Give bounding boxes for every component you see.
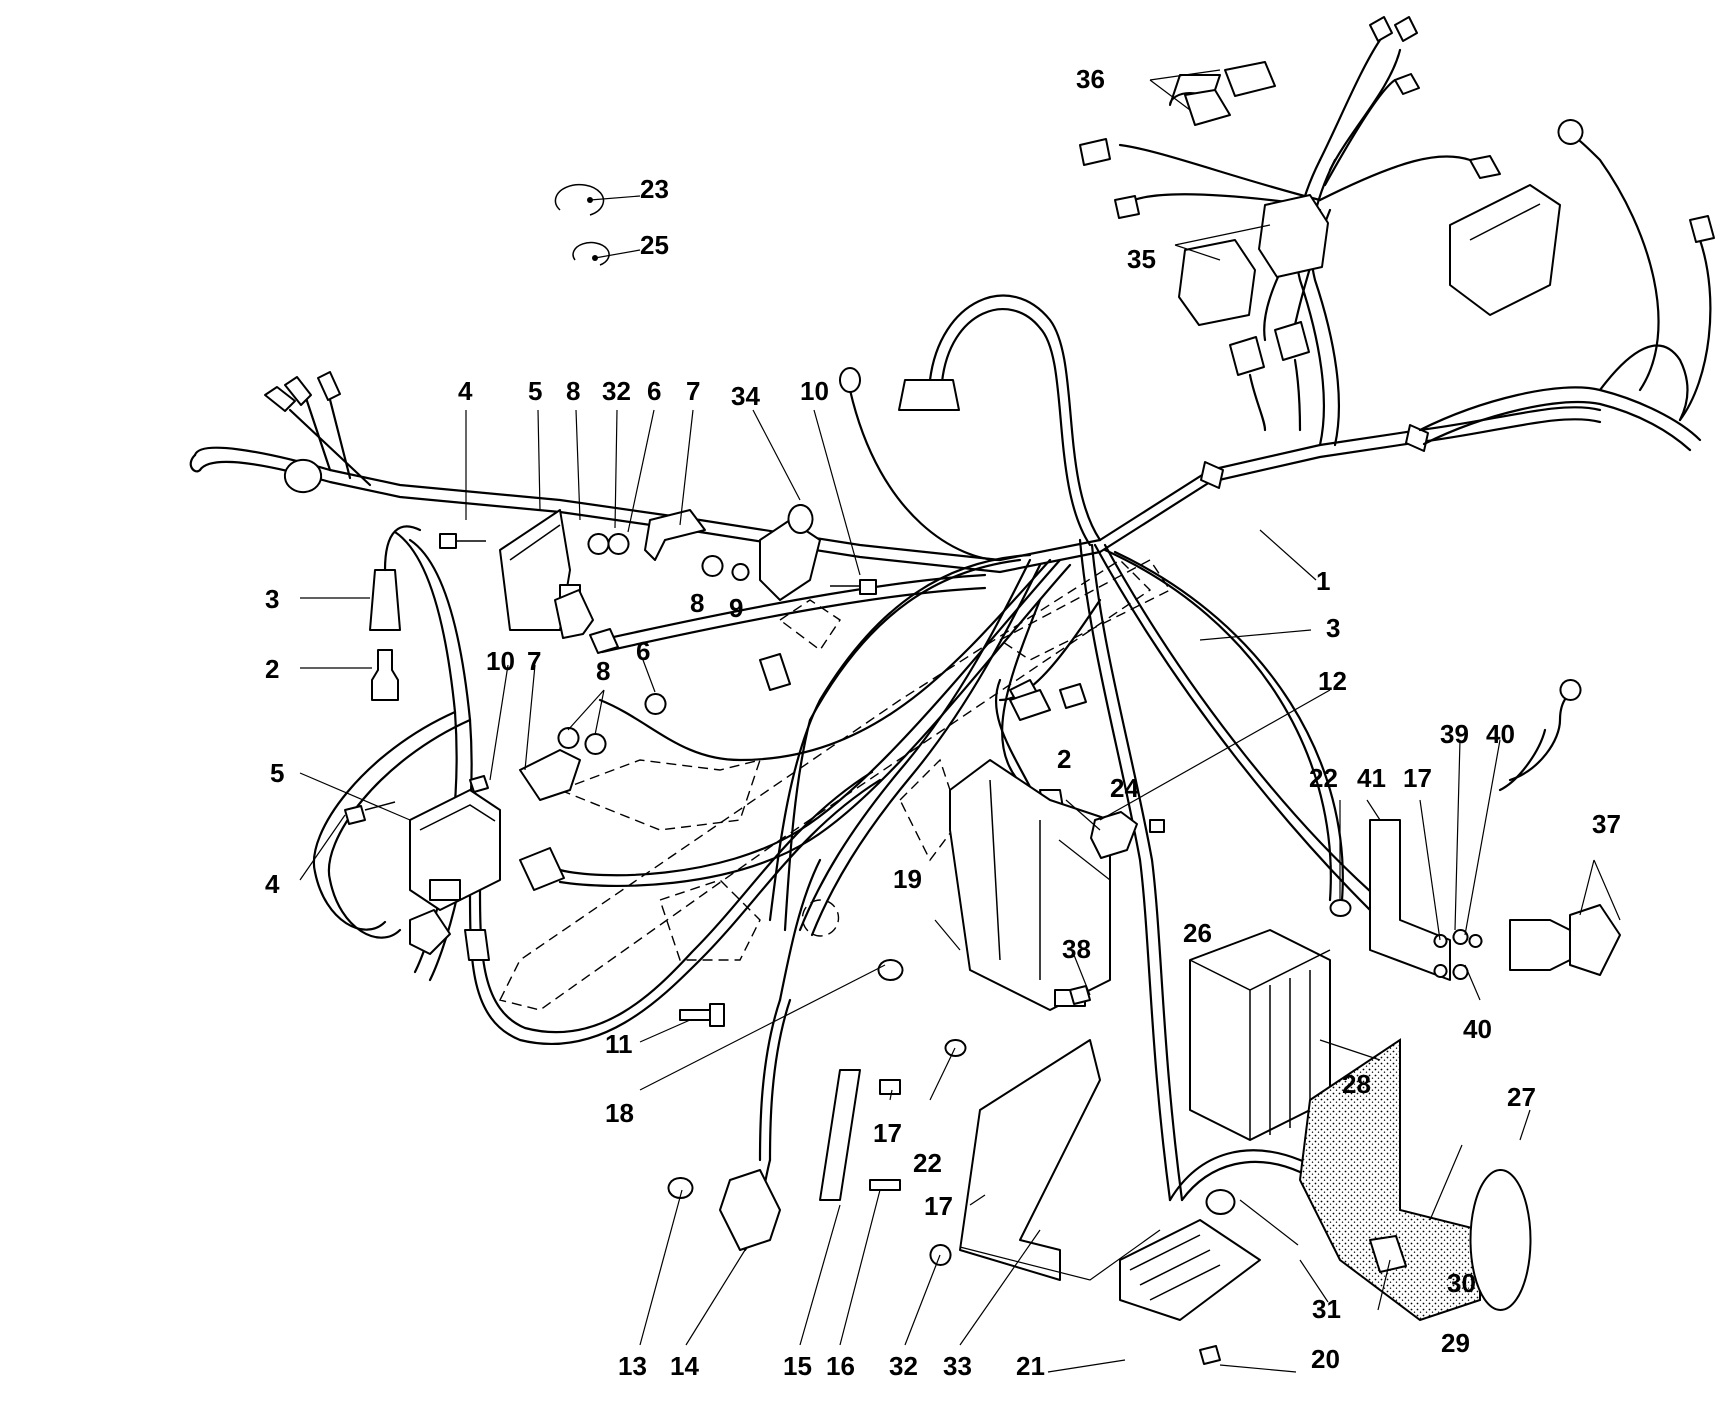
callout-3: 3 xyxy=(265,584,279,614)
dashboard-connector xyxy=(1449,184,1561,316)
callout-5: 5 xyxy=(528,376,542,406)
callout-16: 16 xyxy=(826,1351,855,1381)
callout-40: 40 xyxy=(1463,1014,1492,1044)
voltage-regulator xyxy=(1119,1219,1261,1321)
callout-22: 22 xyxy=(1309,763,1338,793)
starter-relay xyxy=(1509,919,1571,971)
callout-6: 6 xyxy=(636,636,650,666)
callout-8: 8 xyxy=(690,588,704,618)
callout-21: 21 xyxy=(1016,1351,1045,1381)
callout-2: 2 xyxy=(265,654,279,684)
callout-39: 39 xyxy=(1440,719,1469,749)
callout-25: 25 xyxy=(640,230,669,260)
callout-8: 8 xyxy=(596,656,610,686)
callout-7: 7 xyxy=(686,376,700,406)
upper-left-components xyxy=(344,183,1087,961)
speed-sensor xyxy=(719,1169,781,1251)
callout-4: 4 xyxy=(458,376,473,406)
callout-35: 35 xyxy=(1127,244,1156,274)
leader-lines xyxy=(299,69,1621,1373)
callout-8: 8 xyxy=(566,376,580,406)
callout-2: 2 xyxy=(1057,744,1071,774)
regulator-bracket xyxy=(959,1039,1101,1281)
callout-3: 3 xyxy=(1326,613,1340,643)
callout-13: 13 xyxy=(618,1351,647,1381)
callout-17: 17 xyxy=(924,1191,953,1221)
callout-5: 5 xyxy=(270,758,284,788)
callout-15: 15 xyxy=(783,1351,812,1381)
callout-32: 32 xyxy=(602,376,631,406)
callout-33: 33 xyxy=(943,1351,972,1381)
callout-1: 1 xyxy=(1316,566,1330,596)
callout-7: 7 xyxy=(527,646,541,676)
callout-24: 24 xyxy=(1110,773,1139,803)
callout-29: 29 xyxy=(1441,1328,1470,1358)
callout-9: 9 xyxy=(729,593,743,623)
callout-12: 12 xyxy=(1318,666,1347,696)
callout-4: 4 xyxy=(265,869,280,899)
center-right-components xyxy=(667,759,1621,1365)
callout-18: 18 xyxy=(605,1098,634,1128)
callout-10: 10 xyxy=(800,376,829,406)
callout-17: 17 xyxy=(1403,763,1432,793)
callout-6: 6 xyxy=(647,376,661,406)
callout-41: 41 xyxy=(1357,763,1386,793)
callout-31: 31 xyxy=(1312,1294,1341,1324)
ecu-bracket xyxy=(949,759,1111,1011)
callout-22: 22 xyxy=(913,1148,942,1178)
relay-b xyxy=(1258,194,1329,278)
callout-19: 19 xyxy=(893,864,922,894)
callout-27: 27 xyxy=(1507,1082,1536,1112)
callout-20: 20 xyxy=(1311,1344,1340,1374)
top-right-cluster xyxy=(1079,16,1561,432)
callout-26: 26 xyxy=(1183,918,1212,948)
battery-pad xyxy=(1298,1038,1481,1322)
callout-38: 38 xyxy=(1062,934,1091,964)
callout-17: 17 xyxy=(873,1118,902,1148)
callout-32: 32 xyxy=(889,1351,918,1381)
callout-34: 34 xyxy=(731,381,760,411)
callout-23: 23 xyxy=(640,174,669,204)
callout-30: 30 xyxy=(1447,1268,1476,1298)
callout-10: 10 xyxy=(486,646,515,676)
relay-a xyxy=(1178,239,1256,326)
callout-11: 11 xyxy=(605,1029,633,1059)
callout-36: 36 xyxy=(1076,64,1105,94)
callout-14: 14 xyxy=(670,1351,699,1381)
callout-labels: 1 2 2 3 3 4 4 5 5 6 6 7 7 8 8 8 9 10 10 … xyxy=(265,64,1621,1381)
callout-28: 28 xyxy=(1342,1069,1371,1099)
callout-40: 40 xyxy=(1486,719,1515,749)
callout-37: 37 xyxy=(1592,809,1621,839)
